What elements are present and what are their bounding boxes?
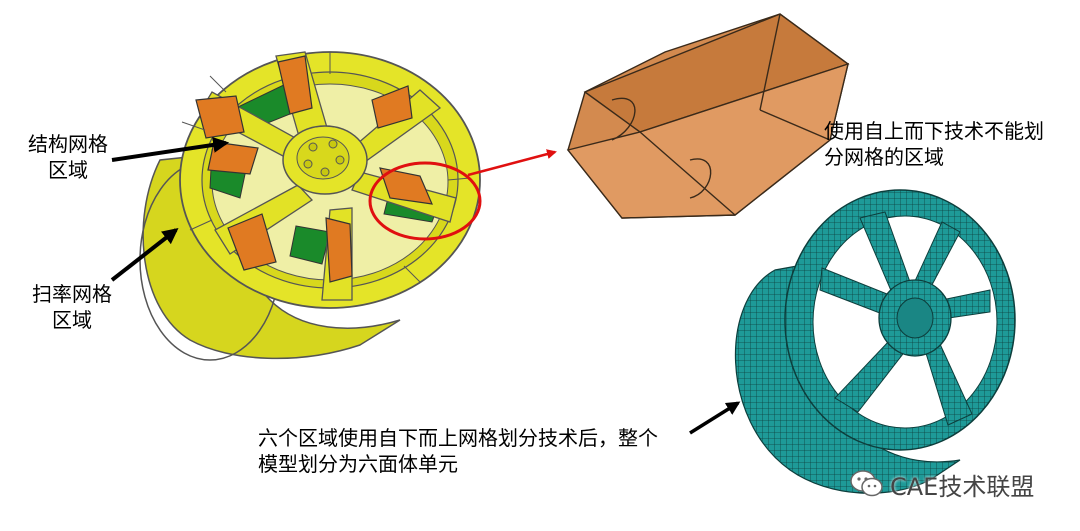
green-region-4 <box>289 225 331 265</box>
failed-region-block <box>566 13 850 219</box>
watermark-text: CAE技术联盟 <box>890 472 1035 501</box>
result-label-line1: 六个区域使用自下而上网格划分技术后，整个 <box>258 426 658 450</box>
sweep-region-label: 扫率网格 区域 <box>24 281 120 333</box>
structured-region-label: 结构网格 区域 <box>20 131 116 183</box>
structured-region-label-line1: 结构网格 <box>28 132 108 156</box>
topdown-fail-label: 使用自上而下技术不能划 分网格的区域 <box>824 118 1044 170</box>
result-label-line2: 模型划分为六面体单元 <box>258 452 458 476</box>
mesh-spokes <box>819 211 991 426</box>
meshed-wheel <box>734 189 1016 494</box>
wechat-icon <box>850 470 883 497</box>
structured-region-label-line2: 区域 <box>48 158 88 182</box>
highlight-circle <box>368 161 482 241</box>
structured-region-arrow <box>111 136 230 162</box>
topdown-fail-label-line2: 分网格的区域 <box>824 145 944 169</box>
watermark: CAE技术联盟 <box>850 466 1034 502</box>
lug-holes <box>303 139 345 177</box>
result-arrow <box>689 401 741 435</box>
sweep-region-label-line2: 区域 <box>52 308 92 332</box>
wheel-cad-model <box>139 51 481 361</box>
topdown-fail-label-line1: 使用自上而下技术不能划 <box>824 119 1044 143</box>
red-arrow <box>467 149 557 177</box>
sweep-region-arrow <box>110 228 179 282</box>
sweep-region-label-line1: 扫率网格 <box>32 282 112 306</box>
orange-spoke-faces <box>195 55 433 283</box>
result-label: 六个区域使用自下而上网格划分技术后，整个 模型划分为六面体单元 <box>258 425 658 477</box>
